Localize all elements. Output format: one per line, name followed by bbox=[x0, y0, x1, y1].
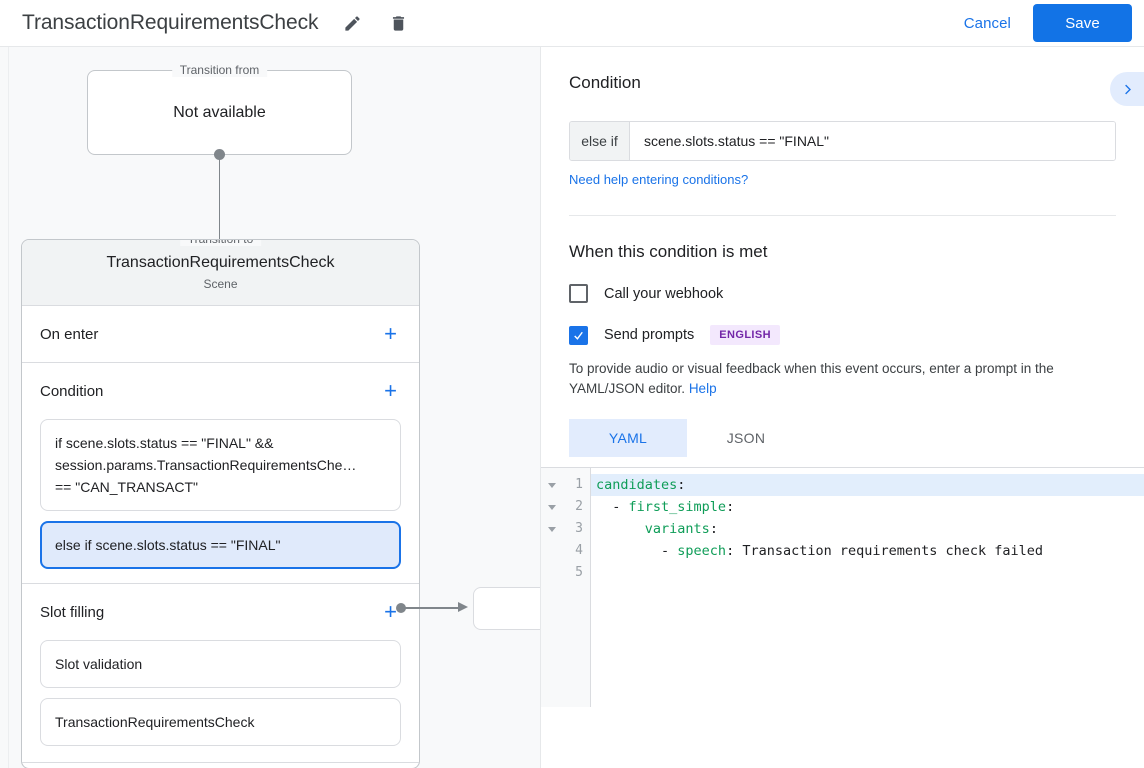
fold-toggle-5 bbox=[541, 562, 563, 584]
panel-divider bbox=[569, 215, 1116, 216]
line-number: 3 bbox=[575, 521, 583, 536]
panel-when-met-section: When this condition is met Call your web… bbox=[541, 216, 1144, 457]
language-badge: ENGLISH bbox=[710, 325, 780, 345]
save-button[interactable]: Save bbox=[1033, 4, 1132, 42]
panel-condition-heading: Condition bbox=[569, 73, 641, 92]
outgoing-connector-line bbox=[405, 607, 460, 609]
transition-to-card: Transition to TransactionRequirementsChe… bbox=[21, 239, 420, 768]
section-slot-filling-row: Slot filling + bbox=[40, 584, 401, 640]
fold-toggle-3[interactable] bbox=[541, 518, 563, 540]
line-number: 5 bbox=[575, 565, 583, 580]
when-met-heading: When this condition is met bbox=[569, 242, 768, 261]
line-number: 4 bbox=[575, 543, 583, 558]
editor-tabs: YAML JSON bbox=[569, 419, 1116, 457]
webhook-checkbox-label: Call your webhook bbox=[604, 285, 724, 302]
section-condition-row: Condition + bbox=[40, 363, 401, 419]
add-on-enter-button[interactable]: + bbox=[384, 321, 397, 346]
editor-fold-column bbox=[541, 468, 563, 707]
code-line: - speech: Transaction requirements check… bbox=[596, 543, 1044, 559]
code-line: variants: bbox=[644, 521, 718, 537]
condition-item-else-if[interactable]: else if scene.slots.status == "FINAL" bbox=[40, 521, 401, 569]
condition-expression-input[interactable]: scene.slots.status == "FINAL" bbox=[630, 122, 1115, 160]
fold-toggle-1[interactable] bbox=[541, 474, 563, 496]
send-prompts-description-text: To provide audio or visual feedback when… bbox=[569, 361, 1054, 396]
help-link[interactable]: Help bbox=[688, 381, 717, 396]
outgoing-connector-arrowhead bbox=[458, 602, 468, 612]
transition-from-value: Not available bbox=[173, 103, 266, 121]
chevron-down-icon bbox=[548, 482, 556, 488]
condition-item-if-line3: == "CAN_TRANSACT" bbox=[55, 479, 198, 495]
webhook-checkbox-row[interactable]: Call your webhook bbox=[569, 284, 1116, 303]
section-condition-title: Condition bbox=[40, 382, 104, 400]
condition-item-if-line2: session.params.TransactionRequirementsCh… bbox=[55, 457, 357, 473]
chevron-down-icon bbox=[548, 526, 556, 532]
webhook-checkbox[interactable] bbox=[569, 284, 588, 303]
panel-condition-section: Condition else if scene.slots.status == … bbox=[541, 47, 1144, 216]
section-on-enter-title: On enter bbox=[40, 325, 99, 343]
scene-header[interactable]: TransactionRequirementsCheck Scene bbox=[22, 240, 419, 306]
condition-item-if[interactable]: if scene.slots.status == "FINAL" && sess… bbox=[40, 419, 401, 511]
add-condition-button[interactable]: + bbox=[384, 378, 397, 403]
canvas-left-rail bbox=[0, 47, 9, 768]
section-on-enter: On enter + bbox=[22, 306, 419, 363]
code-line: - first_simple: bbox=[596, 499, 735, 515]
editor-code-area[interactable]: candidates: - first_simple: variants: - … bbox=[591, 468, 1144, 707]
chevron-right-icon[interactable] bbox=[1110, 72, 1144, 106]
scene-type: Scene bbox=[203, 277, 238, 291]
cancel-button[interactable]: Cancel bbox=[950, 7, 1025, 40]
app-header: TransactionRequirementsCheck Cancel Save bbox=[0, 0, 1144, 47]
slot-item-slot-validation[interactable]: Slot validation bbox=[40, 640, 401, 688]
fold-toggle-4 bbox=[541, 540, 563, 562]
tab-json[interactable]: JSON bbox=[726, 430, 766, 446]
tab-yaml[interactable]: YAML bbox=[569, 419, 687, 457]
outgoing-connector-dot bbox=[396, 603, 406, 613]
send-prompts-checkbox[interactable] bbox=[569, 325, 588, 345]
transition-from-legend: Transition from bbox=[171, 63, 268, 77]
section-condition: Condition + if scene.slots.status == "FI… bbox=[22, 363, 419, 584]
section-slot-filling-title: Slot filling bbox=[40, 603, 105, 621]
target-node-card[interactable] bbox=[473, 587, 540, 630]
section-on-enter-row: On enter + bbox=[40, 306, 401, 362]
send-prompts-description: To provide audio or visual feedback when… bbox=[569, 359, 1116, 399]
code-editor[interactable]: 1 2 3 4 5 candidates: - first_simple: va… bbox=[541, 467, 1144, 707]
transition-from-card: Transition from Not available bbox=[87, 63, 352, 155]
fold-toggle-2[interactable] bbox=[541, 496, 563, 518]
line-number: 2 bbox=[575, 499, 583, 514]
condition-input-group[interactable]: else if scene.slots.status == "FINAL" bbox=[569, 121, 1116, 161]
line-number: 1 bbox=[575, 477, 583, 492]
code-line bbox=[591, 562, 1144, 584]
section-slot-filling: Slot filling + Slot validation Transacti… bbox=[22, 584, 419, 763]
send-prompts-checkbox-label: Send prompts bbox=[604, 327, 695, 343]
code-line: candidates: bbox=[591, 474, 1144, 496]
pencil-icon[interactable] bbox=[340, 11, 364, 35]
slot-item-transaction-requirements-check[interactable]: TransactionRequirementsCheck bbox=[40, 698, 401, 746]
condition-prefix-label: else if bbox=[570, 122, 630, 160]
add-slot-filling-button[interactable]: + bbox=[384, 599, 397, 624]
condition-item-if-line1: if scene.slots.status == "FINAL" && bbox=[55, 435, 274, 451]
editor-line-numbers: 1 2 3 4 5 bbox=[563, 468, 591, 707]
scene-name: TransactionRequirementsCheck bbox=[106, 254, 335, 271]
page-title: TransactionRequirementsCheck bbox=[22, 11, 319, 34]
details-panel: Condition else if scene.slots.status == … bbox=[540, 47, 1144, 768]
chevron-down-icon bbox=[548, 504, 556, 510]
connector-line bbox=[219, 154, 220, 262]
trash-icon[interactable] bbox=[386, 11, 410, 35]
send-prompts-checkbox-row[interactable]: Send prompts ENGLISH bbox=[569, 325, 1116, 345]
transition-to-legend: Transition to bbox=[179, 240, 262, 246]
flow-canvas[interactable]: Transition from Not available Transition… bbox=[0, 47, 540, 768]
condition-help-link[interactable]: Need help entering conditions? bbox=[569, 172, 749, 187]
